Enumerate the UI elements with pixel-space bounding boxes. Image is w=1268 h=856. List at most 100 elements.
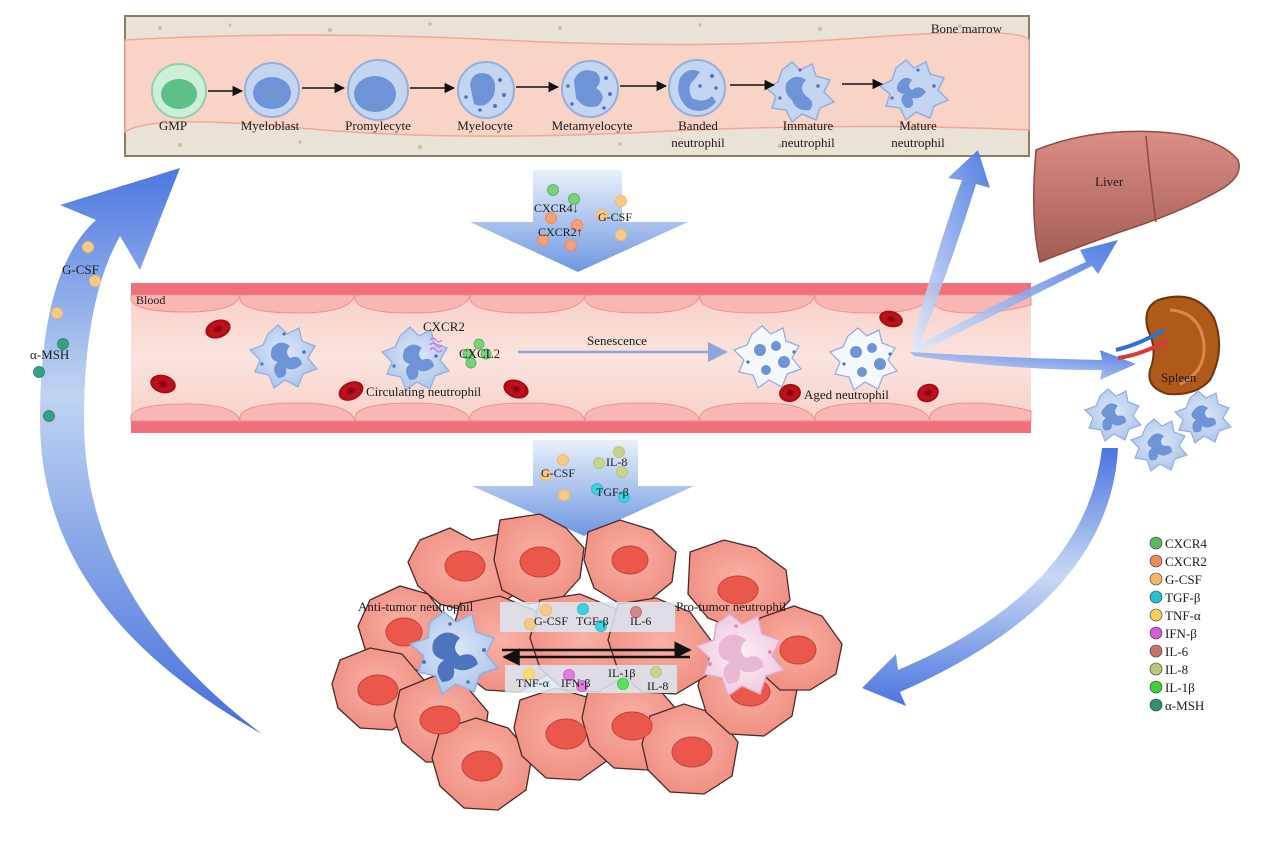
legend-swatch — [1149, 608, 1163, 622]
tumor-tgfb-label: TGF-β — [576, 614, 609, 628]
legend-item-il1b: IL-1β — [1149, 680, 1195, 695]
stage-banded-neutrophil-cell — [668, 59, 726, 117]
release-arrow: CXCR4↓ CXCR2↑ G-CSF — [470, 170, 688, 272]
blood-title: Blood — [136, 293, 165, 307]
stage-label-promylecyte: Promylecyte — [345, 118, 411, 133]
legend-label: TGF-β — [1165, 590, 1201, 605]
maturation-arrows — [208, 78, 884, 97]
stage-metamyelocyte-cell — [561, 60, 619, 118]
bone-marrow-panel: Bone marrow — [124, 15, 1030, 157]
blood-neutrophil-1 — [248, 324, 319, 390]
stage-immature-neutrophil-cell — [764, 60, 836, 124]
tumor-tnfa-label: TNF-α — [516, 676, 550, 690]
red-blood-cells — [150, 310, 939, 403]
legend-label: G-CSF — [1165, 572, 1202, 587]
anti-polarization-box — [505, 665, 677, 693]
left-return-arc: G-CSF α-MSH — [30, 168, 262, 734]
legend-label: α-MSH — [1165, 698, 1204, 713]
legend-swatch — [1149, 554, 1163, 568]
legend-item-cxcr4: CXCR4 — [1149, 536, 1207, 551]
blood-cxcl2-label: CXCL2 — [459, 346, 500, 361]
infiltration-il8-label: IL-8 — [606, 455, 627, 469]
aged-neutrophil-label: Aged neutrophil — [804, 387, 889, 402]
stage-label-immature: Immature — [783, 118, 834, 133]
spleen-neutrophils — [1083, 388, 1233, 472]
legend-label: TNF-α — [1165, 608, 1201, 623]
legend-item-il8: IL-8 — [1149, 662, 1188, 677]
tumor-il8-label: IL-8 — [647, 679, 668, 693]
infiltration-tgfb-label: TGF-β — [596, 485, 629, 499]
arc-gcsf-label: G-CSF — [62, 262, 99, 277]
legend-item-cxcr2: CXCR2 — [1149, 554, 1207, 569]
spleen-label: Spleen — [1161, 370, 1197, 385]
homing-arrows — [910, 150, 1136, 380]
arrow-to-bone-marrow — [910, 150, 990, 350]
blood-vessel-panel: Blood CXCR2 — [130, 283, 1032, 433]
legend-item-ifnb: IFN-β — [1149, 626, 1197, 641]
aged-neutrophil-cell-1 — [732, 325, 803, 390]
arc-amsh-label: α-MSH — [30, 347, 69, 362]
bone-marrow-title: Bone marrow — [931, 21, 1003, 36]
legend-label: CXCR4 — [1165, 536, 1207, 551]
stage-label-banded-2: neutrophil — [671, 135, 725, 150]
arrow-to-liver — [910, 240, 1118, 354]
legend-swatch — [1149, 644, 1163, 658]
release-gcsf-label: G-CSF — [598, 210, 632, 224]
anti-tumor-neutrophil-cell — [408, 611, 500, 696]
cxcl2-ligand-dots — [462, 338, 492, 369]
stage-label-immature-2: neutrophil — [781, 135, 835, 150]
stage-label-myelocyte: Myelocyte — [457, 118, 513, 133]
stage-label-myeloblast: Myeloblast — [241, 118, 300, 133]
spleen-neutrophil-2 — [1173, 390, 1233, 444]
legend-swatch — [1149, 536, 1163, 550]
release-cxcr4-label: CXCR4↓ — [534, 201, 579, 215]
stage-label-mature-2: neutrophil — [891, 135, 945, 150]
legend-swatch — [1149, 590, 1163, 604]
legend-label: IL-8 — [1165, 662, 1188, 677]
legend-item-gcsf: G-CSF — [1149, 572, 1202, 587]
cxcr2-receptor-icon — [429, 337, 443, 353]
stage-gmp-cell — [151, 63, 207, 119]
right-return-arc — [862, 448, 1118, 706]
infiltration-gcsf-label: G-CSF — [541, 466, 575, 480]
senescence-label: Senescence — [587, 333, 647, 348]
pro-tumor-neutrophil-cell — [694, 613, 786, 698]
tumor-gcsf-label: G-CSF — [534, 614, 568, 628]
circulating-neutrophil-cell — [380, 326, 451, 392]
legend-swatch — [1149, 662, 1163, 676]
blood-cxcr2-label: CXCR2 — [423, 319, 465, 334]
liver-organ: Liver — [1033, 130, 1240, 264]
anti-tumor-neutrophil-label: Anti-tumor neutrophil — [358, 599, 474, 614]
infiltration-ligand-dots — [540, 446, 630, 503]
legend: CXCR4 CXCR2 G-CSF TGF-β TNF-α IFN-β IL-6 — [1149, 536, 1207, 713]
stage-myelocyte-cell — [457, 61, 515, 119]
tumor-il1b-label: IL-1β — [608, 666, 635, 680]
stage-myeloblast-cell — [244, 62, 300, 118]
liver-label: Liver — [1095, 174, 1124, 189]
legend-swatch — [1149, 572, 1163, 586]
endothelium-cells — [130, 294, 1032, 422]
tumor-ifnb-label: IFN-β — [561, 676, 590, 690]
pro-tumor-neutrophil-label: Pro-tumor neutrophil — [676, 599, 787, 614]
polarization-arrows — [502, 641, 692, 666]
stage-mature-neutrophil-cell — [878, 58, 950, 122]
spleen-organ: Spleen — [1115, 295, 1221, 396]
tumor-il6-label: IL-6 — [630, 614, 651, 628]
legend-label: IL-1β — [1165, 680, 1195, 695]
arc-ligand-dots — [33, 241, 101, 422]
legend-label: IFN-β — [1165, 626, 1197, 641]
legend-label: IL-6 — [1165, 644, 1189, 659]
legend-swatch — [1149, 626, 1163, 640]
stage-label-gmp: GMP — [159, 118, 187, 133]
stage-label-banded: Banded — [678, 118, 718, 133]
legend-swatch — [1149, 698, 1163, 712]
arrow-to-spleen — [910, 350, 1136, 380]
infiltration-arrow: G-CSF IL-8 TGF-β — [472, 440, 694, 536]
legend-item-tnfa: TNF-α — [1149, 608, 1201, 623]
legend-label: CXCR2 — [1165, 554, 1207, 569]
legend-item-il6: IL-6 — [1149, 644, 1189, 659]
bone-texture-icon — [158, 22, 962, 149]
stage-promylecyte-cell — [347, 59, 409, 121]
stage-label-metamyelocyte: Metamyelocyte — [552, 118, 633, 133]
